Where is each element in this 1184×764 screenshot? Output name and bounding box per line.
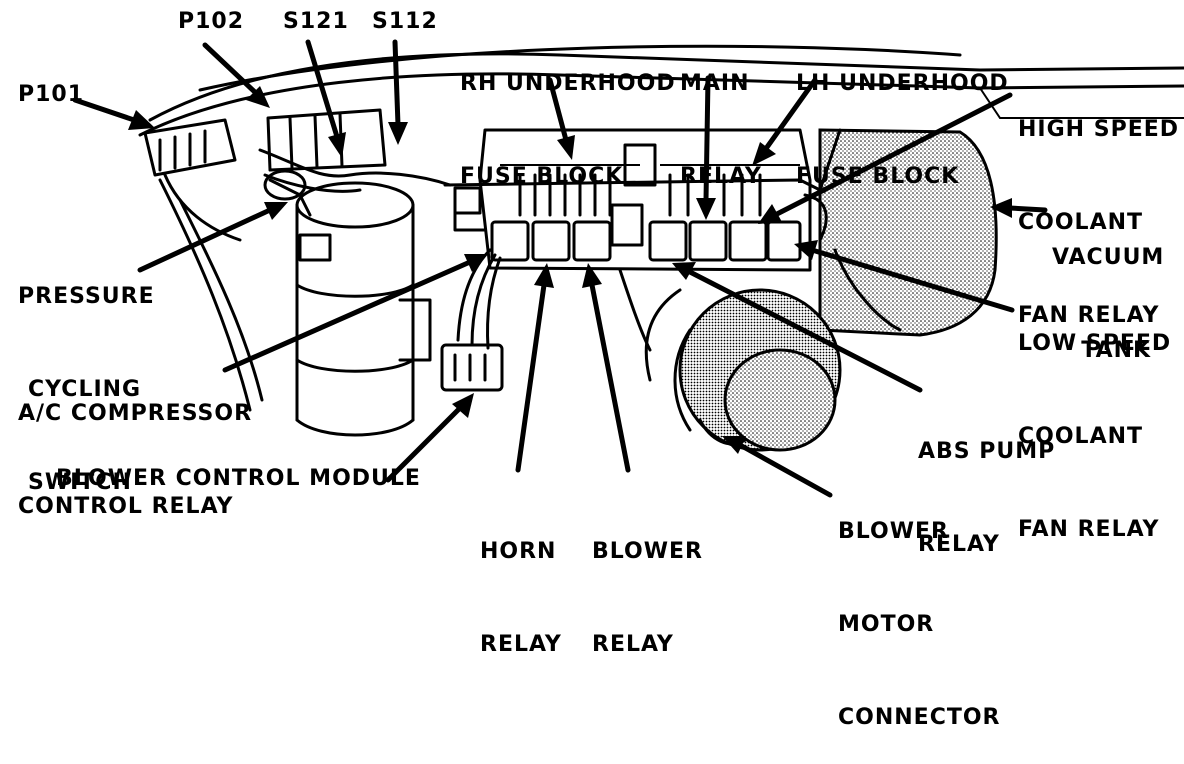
label-ls-fan-line3: FAN RELAY: [1018, 517, 1160, 542]
label-lh-fuse-line2: FUSE BLOCK: [796, 164, 960, 189]
label-low-speed-fan-relay: LOW SPEED COOLANT FAN RELAY: [1018, 266, 1171, 576]
leader-rh-fuse: [547, 77, 575, 160]
label-horn-relay: HORN RELAY: [480, 474, 562, 691]
label-blower-conn-line2: MOTOR: [838, 612, 935, 637]
leader-hs-fan: [758, 92, 1013, 224]
leader-ac-relay: [222, 254, 488, 373]
leader-ls-fan: [794, 240, 1015, 313]
blower-motor: [644, 288, 842, 452]
p101-connector: [143, 118, 242, 242]
label-vacuum-line2: TANK: [1081, 338, 1152, 363]
pressure-switch-fitting: [263, 169, 312, 217]
label-ac-line1: A/C COMPRESSOR: [18, 401, 253, 426]
leader-blower-conn: [722, 436, 833, 498]
label-pressure-line1: PRESSURE: [18, 284, 155, 309]
label-vacuum-tank: VACUUM TANK: [1052, 180, 1164, 397]
label-s121: S121: [283, 9, 349, 34]
rh-fuses: [518, 173, 612, 217]
label-blower-relay: BLOWER RELAY: [592, 474, 703, 691]
label-ls-fan-line1: LOW SPEED: [1018, 331, 1172, 356]
label-hs-fan-line3: FAN RELAY: [1018, 303, 1160, 328]
label-blower-conn-line1: BLOWER: [838, 519, 949, 544]
p102-s121-harness: [258, 108, 452, 193]
label-main-relay-line1: MAIN: [680, 71, 750, 96]
label-pressure-line2: CYCLING: [28, 377, 142, 402]
accumulator-cylinder: [295, 181, 432, 437]
label-ls-fan-line2: COOLANT: [1018, 424, 1144, 449]
label-hs-fan-line2: COOLANT: [1018, 210, 1144, 235]
leader-horn: [515, 263, 554, 473]
label-p102: P102: [178, 9, 245, 34]
leader-pressure: [137, 202, 288, 273]
leader-abs: [672, 262, 923, 393]
leader-s121: [305, 39, 346, 158]
label-ac-compressor-relay: A/C COMPRESSOR CONTROL RELAY: [18, 336, 252, 553]
label-rh-fuse-line2: FUSE BLOCK: [460, 164, 624, 189]
relays: [490, 220, 802, 262]
label-blower-control-module: BLOWER CONTROL MODULE: [56, 466, 421, 491]
leader-blower-module: [385, 393, 474, 483]
leader-s112: [388, 39, 408, 145]
label-lh-fuse-block: LH UNDERHOOD FUSE BLOCK: [796, 6, 1009, 223]
label-rh-fuse-block: RH UNDERHOOD FUSE BLOCK: [460, 6, 676, 223]
label-horn-line1: HORN: [480, 539, 557, 564]
hood-outline: [138, 44, 1184, 412]
label-abs-line1: ABS PUMP: [918, 439, 1056, 464]
label-main-relay-line2: RELAY: [680, 164, 762, 189]
label-s112: S112: [372, 9, 438, 34]
label-lh-fuse-line1: LH UNDERHOOD: [796, 71, 1009, 96]
leader-blower-relay: [582, 263, 631, 473]
label-hs-fan-line1: HIGH SPEED: [1018, 117, 1180, 142]
leader-vacuum: [990, 198, 1048, 218]
label-blower-relay-line2: RELAY: [592, 632, 674, 657]
label-high-speed-fan-relay: HIGH SPEED COOLANT FAN RELAY: [1018, 52, 1179, 362]
label-ac-line2: CONTROL RELAY: [18, 494, 234, 519]
leader-p102: [202, 42, 270, 108]
label-blower-conn-line3: CONNECTOR: [838, 705, 1001, 730]
label-horn-line2: RELAY: [480, 632, 562, 657]
leader-lh-fuse: [752, 77, 818, 166]
label-blower-relay-line1: BLOWER: [592, 539, 703, 564]
label-pressure-cycling-switch: PRESSURE CYCLING SWITCH: [18, 219, 155, 529]
label-main-relay: MAIN RELAY: [680, 6, 762, 223]
leader-p101: [72, 97, 155, 130]
label-p101: P101: [18, 82, 85, 107]
label-rh-fuse-line1: RH UNDERHOOD: [460, 71, 676, 96]
label-blower-motor-connector: BLOWER MOTOR CONNECTOR: [838, 454, 1001, 764]
label-pressure-line3: SWITCH: [28, 470, 132, 495]
label-vacuum-line1: VACUUM: [1052, 245, 1165, 270]
engine-compartment-diagram: [72, 39, 1184, 498]
leader-main-relay: [696, 75, 716, 220]
